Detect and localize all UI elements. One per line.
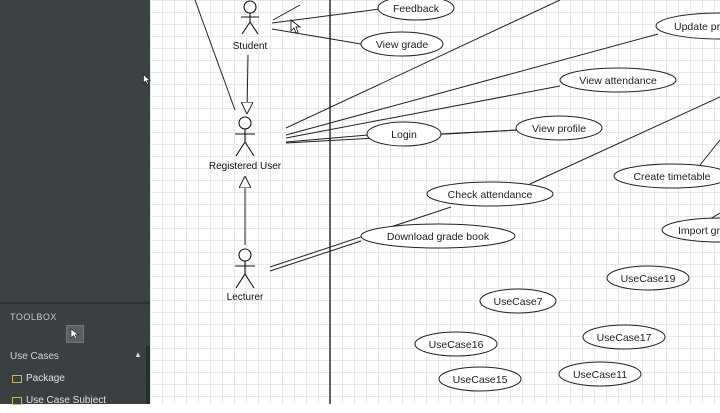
use-case-update-profile[interactable]: Update pro — [655, 12, 720, 40]
use-case-17[interactable]: UseCase17 — [582, 324, 666, 350]
use-case-label: Feedback — [393, 3, 440, 15]
use-case-create-timetable[interactable]: Create timetable — [613, 163, 720, 189]
use-case-label: UseCase19 — [621, 273, 676, 285]
use-case-view-grade[interactable]: View grade — [360, 31, 444, 57]
use-case-import-grades[interactable]: Import gr — [661, 217, 720, 243]
use-cases-section-header[interactable]: Use Cases ▲ — [0, 346, 148, 368]
use-case-label: UseCase11 — [573, 369, 627, 381]
toolbox-scrollbar[interactable] — [146, 346, 150, 404]
use-case-16[interactable]: UseCase16 — [414, 331, 498, 357]
sidebar-empty-panel — [0, 0, 150, 300]
generalization-arrows — [245, 54, 248, 245]
actor-label: Student — [233, 41, 268, 52]
use-case-view-attendance[interactable]: View attendance — [559, 67, 677, 93]
sidebar: TOOLBOX Use Cases ▲ Package Use Case Sub… — [0, 0, 150, 406]
toolbox-item-label: Package — [26, 373, 65, 384]
use-case-19[interactable]: UseCase19 — [606, 265, 690, 291]
use-case-diagram: Student Registered User Lecturer — [194, 0, 720, 404]
use-case-11[interactable]: UseCase11 — [558, 361, 642, 387]
use-case-label: UseCase15 — [453, 374, 508, 386]
actor-lecturer[interactable]: Lecturer — [227, 248, 264, 303]
package-icon — [12, 375, 22, 383]
actor-figure-icon — [235, 116, 255, 157]
use-case-download-grade-book[interactable]: Download grade book — [360, 223, 516, 249]
actor-registered-user[interactable]: Registered User — [209, 116, 282, 172]
diagram-canvas[interactable]: Student Registered User Lecturer — [150, 0, 720, 404]
use-case-login[interactable]: Login — [366, 121, 442, 147]
pointer-tool-button[interactable] — [66, 325, 84, 343]
use-case-label: UseCase16 — [429, 339, 484, 351]
use-case-label: View profile — [532, 123, 586, 135]
actor-label: Registered User — [209, 161, 282, 172]
use-case-label: Update pro — [674, 21, 720, 33]
chevron-up-icon[interactable]: ▲ — [134, 350, 142, 359]
use-case-label: Import gr — [678, 225, 720, 237]
cursor-icon — [143, 74, 151, 85]
use-case-7[interactable]: UseCase7 — [479, 288, 557, 314]
use-case-label: Download grade book — [387, 231, 490, 243]
toolbox-item-label: Use Case Subject — [26, 395, 107, 406]
use-case-label: View attendance — [579, 75, 657, 87]
toolbox-item-package[interactable]: Package — [0, 369, 148, 391]
actor-figure-icon — [235, 248, 255, 289]
pointer-icon — [70, 328, 80, 340]
use-case-check-attendance[interactable]: Check attendance — [426, 181, 554, 207]
use-case-label: Create timetable — [633, 171, 710, 183]
actor-label: Lecturer — [227, 292, 264, 303]
cursor-icon — [290, 19, 302, 34]
use-case-label: View grade — [376, 39, 429, 51]
use-case-label: UseCase17 — [597, 332, 652, 344]
actor-figure-icon — [241, 0, 259, 35]
use-case-15[interactable]: UseCase15 — [438, 366, 522, 392]
actor-student[interactable]: Student — [233, 0, 268, 52]
toolbox-title: TOOLBOX — [10, 312, 57, 322]
use-case-label: Login — [391, 129, 417, 141]
section-label: Use Cases — [10, 351, 59, 362]
use-case-label: UseCase7 — [493, 296, 542, 308]
toolbox-item-use-case-subject[interactable]: Use Case Subject — [0, 391, 148, 413]
use-case-label: Check attendance — [448, 189, 533, 201]
sidebar-divider — [0, 302, 150, 304]
use-case-feedback[interactable]: Feedback — [377, 0, 455, 21]
use-case-view-profile[interactable]: View profile — [515, 115, 603, 141]
